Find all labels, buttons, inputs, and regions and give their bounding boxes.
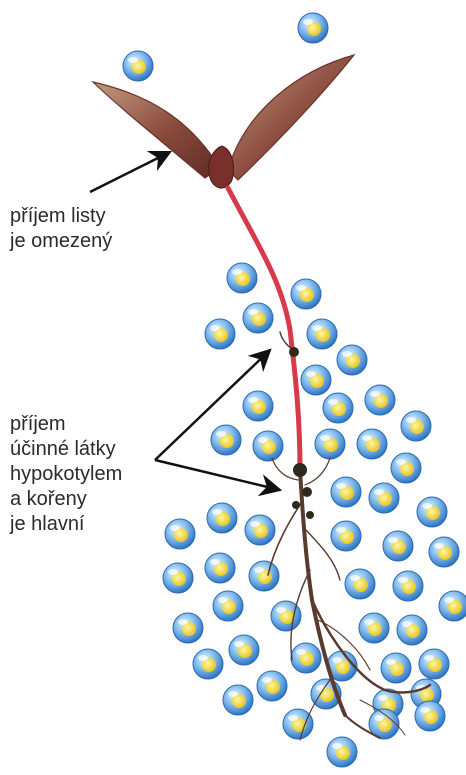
active-substance-particle-icon: [211, 425, 241, 455]
active-substance-particle-icon: [391, 453, 421, 483]
leaf-uptake-line-2: je omezený: [10, 229, 112, 254]
active-substance-particle-icon: [243, 391, 273, 421]
active-substance-particle-icon: [205, 553, 235, 583]
active-substance-particle-icon: [337, 345, 367, 375]
active-substance-particle-icon: [245, 515, 275, 545]
active-substance-particle-icon: [345, 569, 375, 599]
leaf-uptake-label: příjem listy je omezený: [10, 204, 112, 254]
active-substance-particle-icon: [429, 537, 459, 567]
root-uptake-line-5: je hlavní: [10, 512, 122, 537]
active-substance-particle-icon: [381, 653, 411, 683]
active-substance-particle-icon: [417, 497, 447, 527]
active-substance-particle-icon: [359, 613, 389, 643]
active-substance-particle-icon: [249, 561, 279, 591]
active-substance-particle-icon: [365, 385, 395, 415]
active-substance-particle-icon: [393, 571, 423, 601]
active-substance-particle-icon: [253, 431, 283, 461]
active-substance-particle-icon: [205, 319, 235, 349]
root-uptake-line-1: příjem: [10, 412, 122, 437]
apical-bud: [209, 146, 234, 188]
active-substance-particle-icon: [193, 649, 223, 679]
leaf-uptake-line-1: příjem listy: [10, 204, 112, 229]
right-cotyledon: [228, 55, 354, 180]
active-substance-particle-icon: [291, 279, 321, 309]
active-substance-particle-icon: [307, 319, 337, 349]
active-substance-particle-icon: [291, 643, 321, 673]
active-substance-particle-icon: [163, 563, 193, 593]
active-substance-particle-icon: [331, 477, 361, 507]
active-substance-particle-icon: [227, 263, 257, 293]
active-substance-particle-icon: [173, 613, 203, 643]
arrow-to-roots: [155, 460, 280, 490]
active-substance-particle-icon: [323, 393, 353, 423]
active-substance-particle-icon: [229, 635, 259, 665]
active-substance-particle-icon: [257, 671, 287, 701]
active-substance-particle-icon: [213, 591, 243, 621]
active-substance-particle-icon: [123, 51, 153, 81]
active-substance-particle-icon: [283, 709, 313, 739]
root-uptake-line-3: hypokotylem: [10, 462, 122, 487]
active-substance-particle-icon: [439, 591, 466, 621]
active-substance-particle-icon: [331, 521, 361, 551]
active-substance-particle-icon: [207, 503, 237, 533]
active-substance-particle-icon: [415, 701, 445, 731]
left-cotyledon: [93, 82, 220, 178]
active-substance-particle-icon: [243, 303, 273, 333]
active-substance-particle-icon: [397, 615, 427, 645]
active-substance-particle-icon: [165, 519, 195, 549]
active-substance-particle-icon: [327, 737, 357, 767]
active-substance-particle-icon: [401, 411, 431, 441]
active-substance-particle-icon: [383, 531, 413, 561]
active-substance-particle-icon: [315, 429, 345, 459]
active-substance-particle-icon: [419, 649, 449, 679]
active-substance-particle-icon: [301, 365, 331, 395]
active-substance-particle-icon: [223, 685, 253, 715]
active-substance-particle-icon: [369, 483, 399, 513]
active-substance-particle-icon: [298, 13, 328, 43]
root-uptake-line-4: a kořeny: [10, 487, 122, 512]
arrow-to-leaves: [90, 152, 170, 192]
root-uptake-line-2: účinné látky: [10, 437, 122, 462]
root-uptake-label: příjem účinné látky hypokotylem a kořeny…: [10, 412, 122, 537]
active-substance-particle-icon: [357, 429, 387, 459]
